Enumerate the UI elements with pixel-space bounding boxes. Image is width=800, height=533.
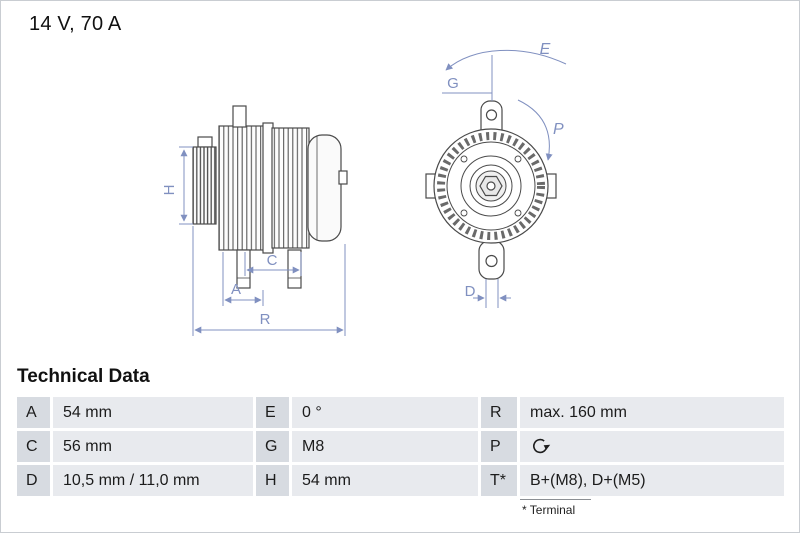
- alternator-front-view: [425, 100, 557, 280]
- tech-key-T: T*: [481, 465, 517, 496]
- angle-E-arc: [445, 49, 567, 71]
- tech-key-G: G: [256, 431, 289, 462]
- rear-cover: [307, 134, 342, 242]
- screw-head: [514, 155, 522, 163]
- tech-value-G: M8: [292, 431, 478, 462]
- bottom-ear-hole: [485, 254, 498, 268]
- rear-bracket-fins: [271, 127, 310, 249]
- tech-value-E: 0 °: [292, 397, 478, 428]
- technical-data-title: Technical Data: [17, 366, 150, 387]
- shaft-center: [486, 181, 496, 191]
- tech-value-R: max. 160 mm: [520, 397, 784, 428]
- pulley-outer-circle: [460, 155, 522, 217]
- tech-key-E: E: [256, 397, 289, 428]
- tech-value-D: 10,5 mm / 11,0 mm: [53, 465, 253, 496]
- front-bracket-fins: [218, 125, 266, 251]
- tech-value-P: [520, 431, 784, 462]
- alternator-side-view: [192, 105, 348, 289]
- front-view-annotations: [442, 49, 567, 308]
- front-face-circle: [446, 141, 536, 231]
- dimension-label-C: C: [267, 252, 278, 269]
- tech-key-P: P: [481, 431, 517, 462]
- side-view-dimensions: [179, 146, 346, 336]
- screw-head: [514, 209, 522, 217]
- dimension-label-P: P: [553, 121, 564, 138]
- pulley-inner-circle: [469, 164, 513, 208]
- voltage-current-rating: 14 V, 70 A: [29, 13, 122, 35]
- tech-key-D: D: [17, 465, 50, 496]
- mounting-foot-rear: [287, 249, 302, 289]
- dimension-label-G: G: [447, 75, 459, 92]
- dimension-label-A: A: [231, 281, 241, 298]
- terminal-footnote: * Terminal: [520, 499, 592, 517]
- top-ear-hole: [485, 109, 498, 121]
- tech-value-T: B+(M8), D+(M5): [520, 465, 784, 496]
- pulley-cap: [197, 136, 213, 148]
- tech-value-C: 56 mm: [53, 431, 253, 462]
- screw-head: [460, 155, 468, 163]
- rotation-P-arc: [517, 99, 553, 161]
- tech-value-H: 54 mm: [292, 465, 478, 496]
- dimension-label-R: R: [260, 311, 271, 328]
- belt-pulley: [192, 146, 217, 225]
- dimension-label-D: D: [465, 283, 476, 300]
- top-lug: [232, 105, 247, 128]
- dimension-label-H: H: [161, 185, 178, 196]
- tech-value-A: 54 mm: [53, 397, 253, 428]
- footnote-area: * Terminal: [520, 499, 799, 519]
- alternator-technical-drawing: H C A R E G P D: [161, 41, 567, 336]
- clockwise-rotation-icon: [533, 438, 551, 454]
- dimension-label-E: E: [540, 41, 551, 58]
- tech-key-A: A: [17, 397, 50, 428]
- technical-data-table: A 54 mm E 0 ° R max. 160 mm C 56 mm G M8…: [17, 397, 784, 496]
- screw-head: [460, 209, 468, 217]
- terminal-stub: [338, 170, 348, 185]
- tech-key-C: C: [17, 431, 50, 462]
- tech-key-R: R: [481, 397, 517, 428]
- tech-key-H: H: [256, 465, 289, 496]
- cooling-slot-ring: [437, 132, 545, 240]
